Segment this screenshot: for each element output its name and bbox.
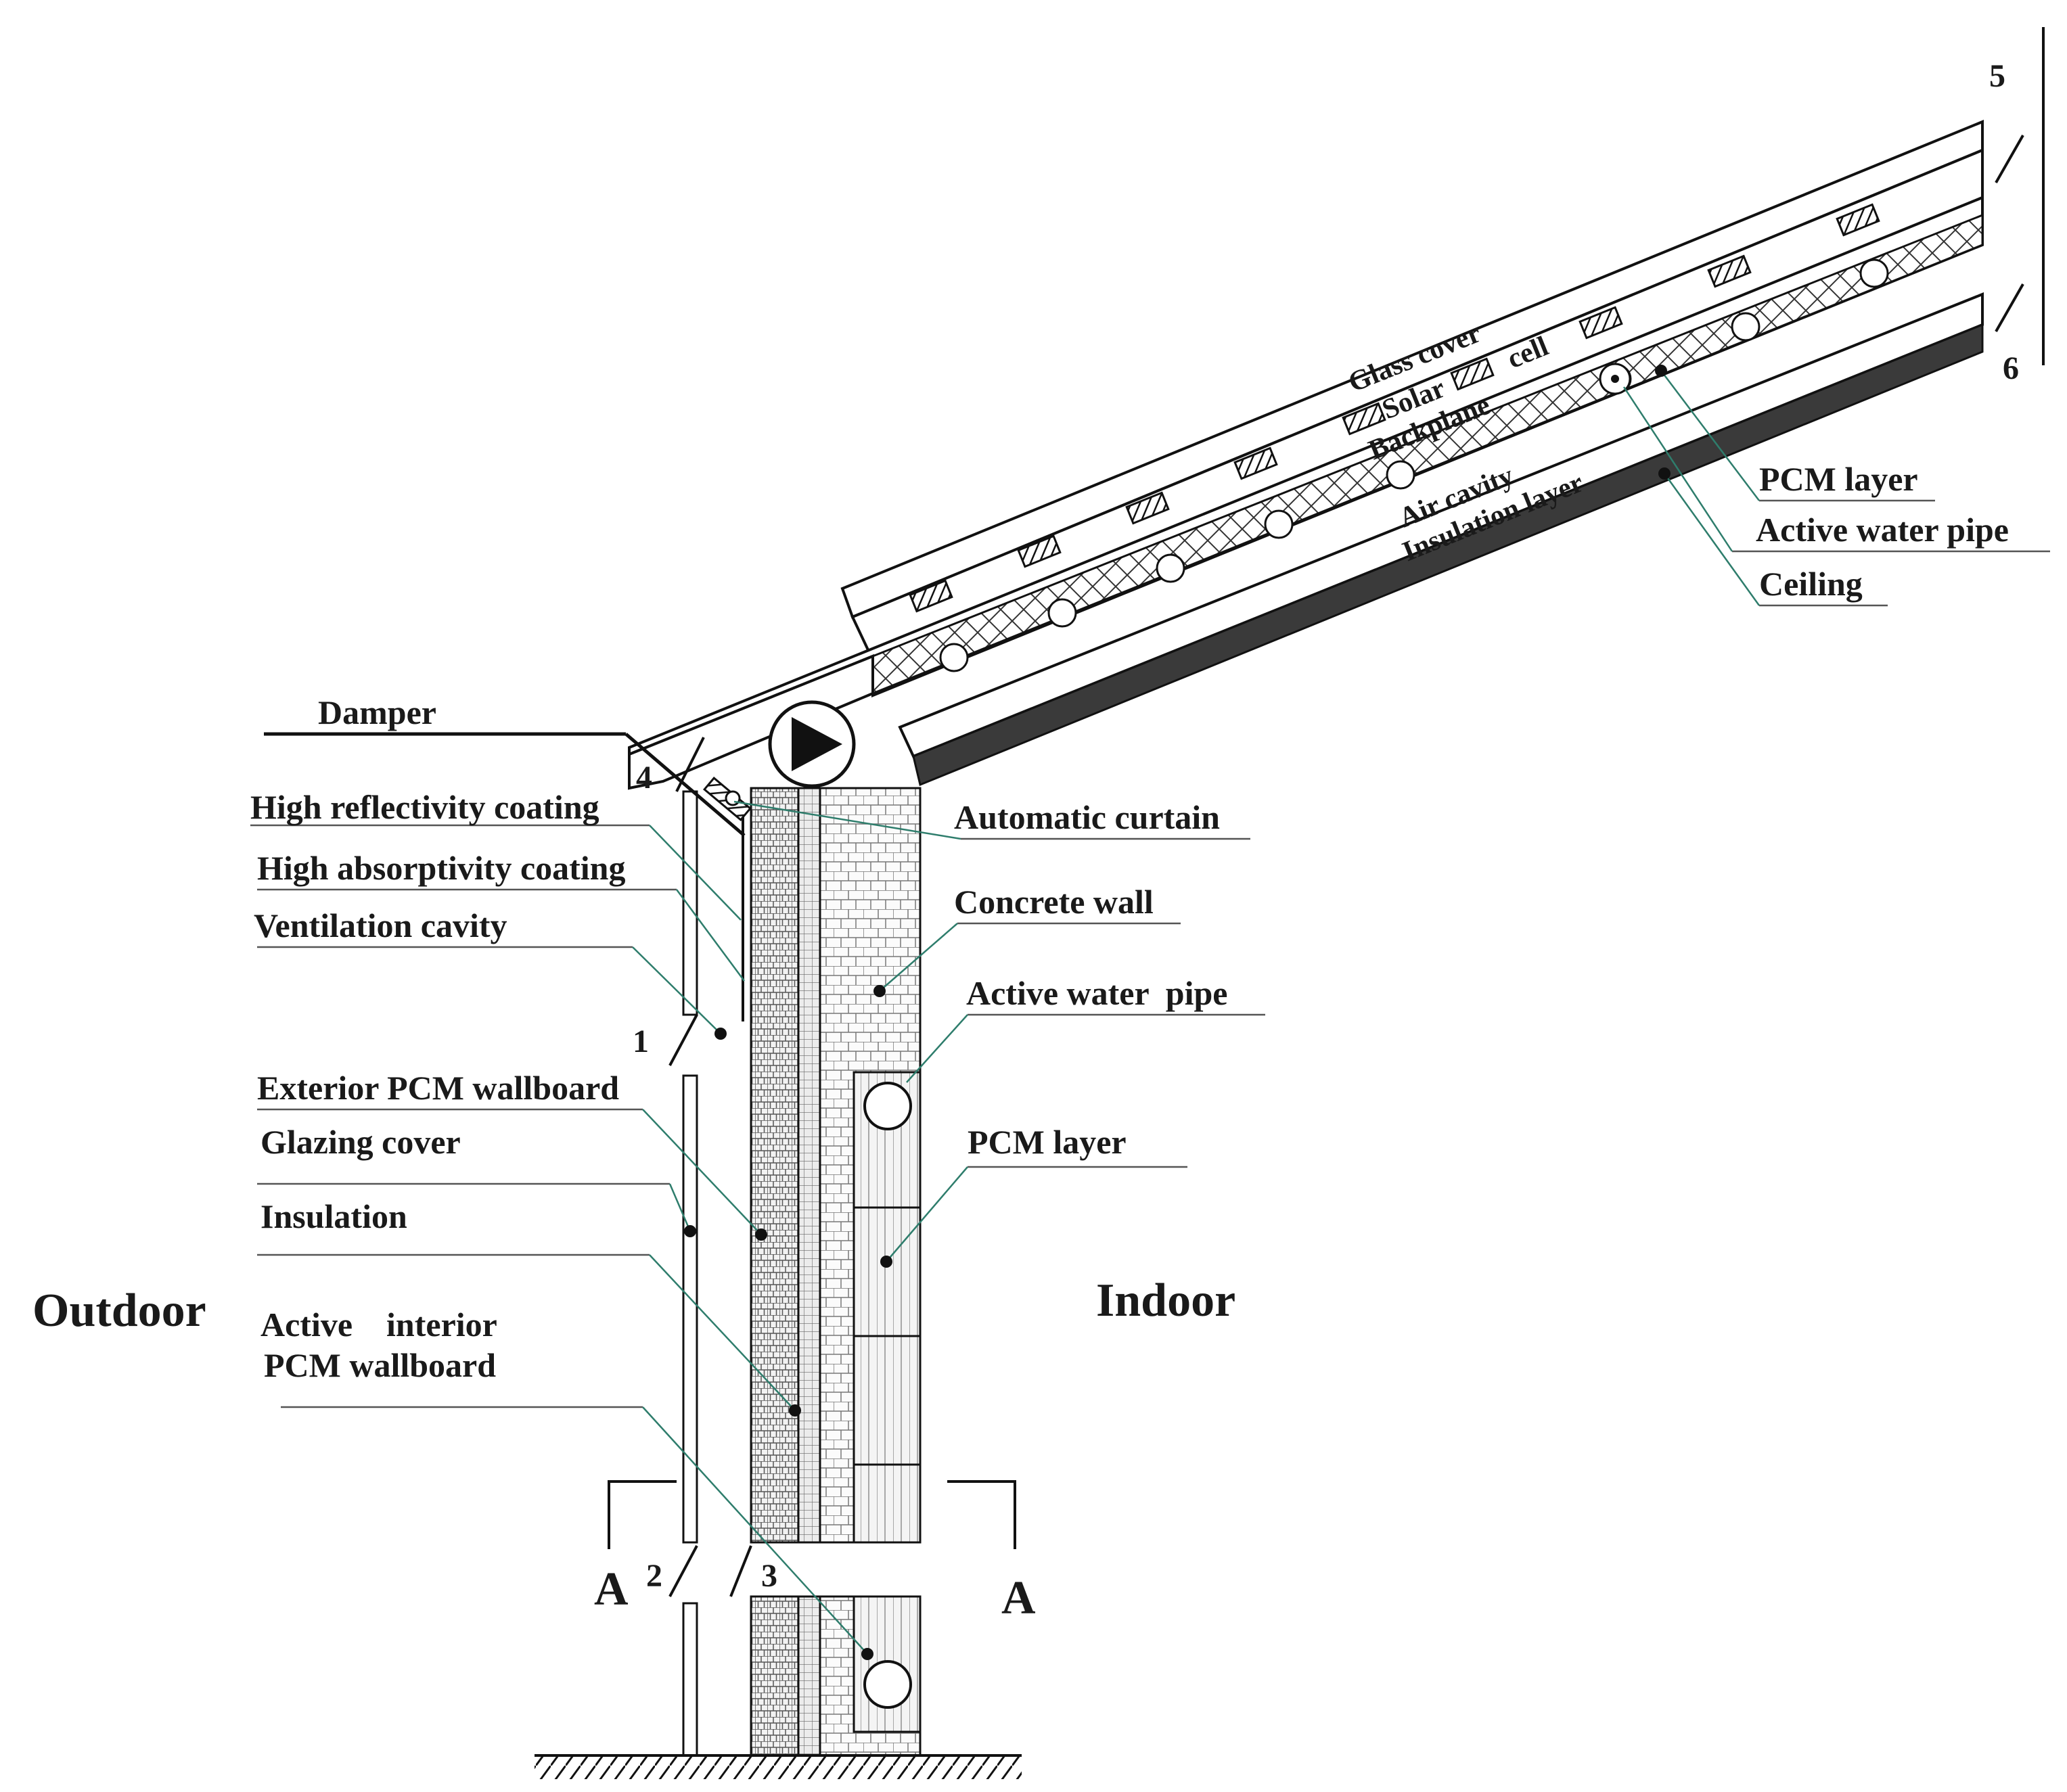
solar-cell bbox=[1450, 357, 1495, 391]
label-active-interior-2: PCM wallboard bbox=[264, 1346, 496, 1384]
exterior-pcm-wallboard bbox=[750, 787, 800, 1544]
roof-water-pipes bbox=[939, 258, 1889, 672]
label-active-water-pipe-roof: Active water pipe bbox=[1756, 511, 2009, 549]
roof-pipe bbox=[1156, 553, 1185, 583]
solar-cell bbox=[1578, 306, 1623, 340]
roof-pipe bbox=[1859, 258, 1889, 288]
label-high-reflectivity: High reflectivity coating bbox=[250, 788, 599, 826]
wall bbox=[264, 732, 1022, 1779]
label-automatic-curtain: Automatic curtain bbox=[954, 798, 1220, 836]
solar-cell bbox=[1836, 203, 1880, 237]
label-exterior-pcm: Exterior PCM wallboard bbox=[257, 1069, 619, 1107]
number-2: 2 bbox=[646, 1558, 662, 1594]
glazing-cover-middle bbox=[682, 1074, 698, 1544]
lower-exterior-pcm bbox=[750, 1595, 800, 1757]
active-interior-pcm bbox=[853, 1071, 922, 1544]
label-outdoor: Outdoor bbox=[32, 1285, 206, 1337]
number-1: 1 bbox=[633, 1024, 649, 1059]
damper-arm bbox=[624, 733, 746, 837]
glazing-cover-lower bbox=[682, 1602, 698, 1757]
label-section-right: A bbox=[1001, 1572, 1036, 1624]
ground bbox=[535, 1755, 1022, 1779]
solar-cell bbox=[1233, 446, 1278, 480]
label-active-water-pipe-wall: Active water pipe bbox=[966, 974, 1227, 1012]
label-indoor: Indoor bbox=[1096, 1274, 1235, 1327]
wall-water-pipe bbox=[863, 1082, 912, 1130]
label-glazing-cover: Glazing cover bbox=[260, 1123, 461, 1161]
insulation-strip bbox=[797, 787, 821, 1544]
solar-cell bbox=[1017, 534, 1062, 568]
label-section-left: A bbox=[594, 1563, 629, 1615]
roof bbox=[628, 27, 2045, 790]
solar-cell bbox=[1342, 402, 1386, 436]
roof-lower-slab bbox=[628, 654, 874, 790]
solar-cell bbox=[909, 579, 953, 613]
label-pcm-layer-roof: PCM layer bbox=[1759, 460, 1918, 498]
leader-lines bbox=[250, 365, 2050, 1660]
label-insulation: Insulation bbox=[260, 1197, 407, 1235]
label-high-absorptivity: High absorptivity coating bbox=[257, 849, 625, 887]
solar-cell bbox=[1707, 254, 1752, 288]
flap-6 bbox=[1995, 283, 2024, 332]
number-6: 6 bbox=[2003, 350, 2019, 386]
roof-pipe bbox=[1264, 509, 1294, 539]
roof-pipe bbox=[939, 643, 969, 672]
roof-pipe-center bbox=[1611, 375, 1619, 383]
solar-cell bbox=[1125, 491, 1170, 525]
section-mark-right bbox=[947, 1480, 1016, 1549]
section-mark-left bbox=[608, 1480, 677, 1549]
label-active-interior-1: Active interior bbox=[260, 1306, 497, 1343]
glazing-cover-upper bbox=[682, 790, 698, 1016]
roof-ceiling bbox=[912, 323, 1984, 787]
label-concrete-wall: Concrete wall bbox=[954, 883, 1154, 921]
label-ceiling: Ceiling bbox=[1759, 565, 1863, 603]
vent-1 bbox=[668, 1014, 698, 1066]
number-3: 3 bbox=[761, 1558, 777, 1594]
roof-pipe bbox=[1731, 312, 1761, 342]
pump-icon bbox=[768, 700, 856, 788]
number-5: 5 bbox=[1989, 58, 2005, 94]
label-damper: Damper bbox=[318, 693, 436, 731]
roof-pcm-cross-band bbox=[871, 213, 1984, 695]
roof-pipe bbox=[1047, 598, 1077, 628]
flap-5 bbox=[1995, 135, 2024, 183]
roof-pipe bbox=[1386, 460, 1415, 490]
label-pcm-layer-wall: PCM layer bbox=[968, 1123, 1127, 1161]
lower-water-pipe bbox=[863, 1660, 912, 1709]
number-4: 4 bbox=[636, 760, 652, 796]
label-ventilation-cavity: Ventilation cavity bbox=[254, 906, 507, 944]
solar-cells bbox=[909, 203, 1880, 613]
vent-2 bbox=[668, 1545, 698, 1597]
lower-insulation bbox=[797, 1595, 821, 1757]
vent-3 bbox=[729, 1545, 752, 1597]
